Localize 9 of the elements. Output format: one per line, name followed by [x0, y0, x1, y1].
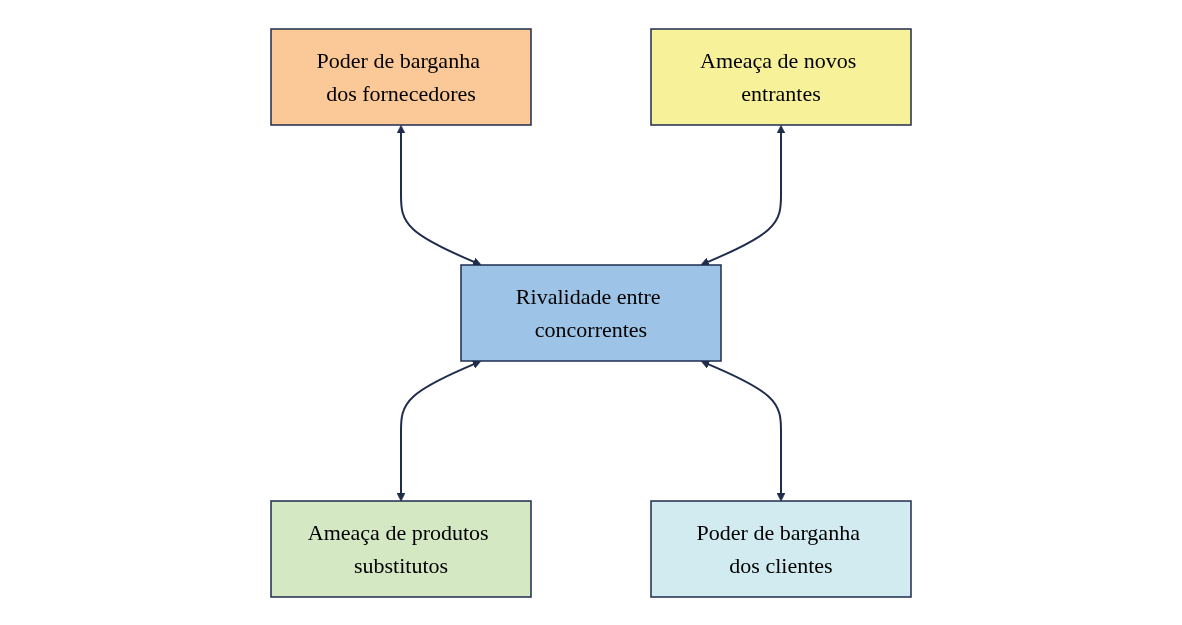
node-box: Ameaça de produtos substitutos — [270, 499, 532, 598]
arrow — [396, 359, 482, 501]
node-box: Rivalidade entre concorrentes — [460, 263, 722, 362]
arrow — [700, 124, 786, 266]
node-box: Poder de barganha dos fornecedores — [270, 27, 532, 126]
arrow — [396, 124, 482, 266]
arrow — [700, 359, 786, 501]
node-box: Poder de barganha dos clientes — [650, 499, 912, 598]
node-box: Ameaça de novos entrantes — [650, 27, 912, 126]
